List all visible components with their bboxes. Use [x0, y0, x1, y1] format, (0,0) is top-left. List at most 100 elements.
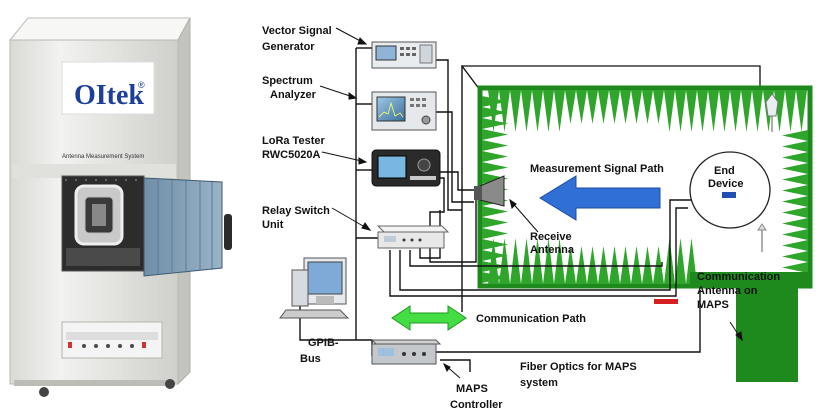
label-relay-switch-line2: Unit — [262, 219, 284, 231]
absorber-cone — [587, 246, 598, 284]
absorber-cone — [510, 90, 521, 132]
absorber-cone — [510, 238, 521, 284]
label-receive-antenna-line2: Antenna — [530, 244, 575, 256]
shielded-cabinet: OItek ® Antenna Measurement System — [8, 17, 232, 397]
receive-antenna — [474, 175, 505, 207]
maps-turntable — [690, 272, 810, 286]
chamber-floor-extension — [736, 286, 798, 382]
absorber-cone — [543, 90, 554, 132]
absorber-cone — [782, 240, 808, 251]
absorber-cone — [675, 238, 686, 284]
brand-logo-text: OItek — [74, 80, 144, 111]
absorber-cone — [785, 90, 796, 132]
absorber-cone — [482, 107, 508, 118]
absorber-cone — [482, 239, 508, 250]
absorber-cone — [782, 163, 808, 174]
label-communication-antenna-line2: Antenna on — [697, 285, 758, 297]
absorber-cone — [782, 174, 808, 185]
absorber-cone — [782, 196, 808, 207]
rivet-row — [65, 179, 137, 181]
absorber-cone — [521, 238, 532, 284]
brand-panel — [61, 61, 155, 115]
absorber-cone — [653, 246, 664, 284]
label-end-device-line1: End — [714, 165, 735, 177]
absorber-cone — [565, 246, 576, 284]
absorber-cone — [664, 90, 675, 132]
label-communication-antenna-line3: MAPS — [697, 299, 729, 311]
label-measurement-signal-path: Measurement Signal Path — [530, 163, 664, 175]
absorber-cone — [576, 90, 587, 124]
caster-wheel-right — [165, 379, 175, 389]
absorber-cone — [521, 90, 532, 132]
label-communication-path: Communication Path — [476, 313, 586, 325]
absorber-cone — [554, 238, 565, 284]
absorber-cone — [752, 90, 763, 132]
absorber-cone — [675, 90, 686, 132]
absorber-cone — [653, 90, 664, 124]
computer — [279, 257, 350, 319]
absorber-cone — [741, 90, 752, 132]
label-spectrum-analyzer-line1: Spectrum — [262, 75, 313, 87]
label-maps-controller-line1: MAPS — [456, 383, 488, 395]
absorber-cone — [482, 162, 508, 173]
absorber-cone — [620, 90, 631, 124]
label-spectrum-analyzer-line2: Analyzer — [270, 89, 317, 101]
cabling — [299, 47, 701, 372]
absorber-cone — [782, 185, 808, 196]
absorber-cone — [782, 152, 808, 163]
absorber-cone — [543, 238, 554, 284]
absorber-cone — [631, 246, 642, 284]
absorber-cone — [565, 90, 576, 124]
absorber-cone — [598, 90, 609, 124]
end-device — [722, 192, 736, 198]
label-fiber-optics-line2: system — [520, 377, 558, 389]
anechoic-chamber — [460, 65, 813, 382]
vector-signal-generator — [371, 41, 437, 69]
cabinet-door[interactable] — [143, 177, 223, 277]
absorber-cone — [782, 251, 808, 262]
absorber-cone — [482, 129, 508, 140]
label-pointers — [319, 27, 743, 379]
door-handle[interactable] — [224, 214, 232, 250]
communication-antenna — [757, 223, 767, 252]
label-vector-signal-generator-line1: Vector Signal — [262, 25, 332, 37]
label-end-device-line2: Device — [708, 178, 743, 190]
label-lora-tester-line1: LoRa Tester — [262, 135, 325, 147]
label-communication-antenna-line1: Communication — [697, 271, 780, 283]
absorber-cone — [782, 207, 808, 218]
absorber-cone — [708, 90, 719, 132]
absorber-cone — [482, 250, 508, 261]
absorber-cone — [532, 90, 543, 132]
label-receive-antenna-line1: Receive — [530, 231, 572, 243]
absorber-cone — [532, 238, 543, 284]
diagram-labels: Vector Signal Generator Spectrum Analyze… — [262, 25, 780, 411]
absorber-cone — [782, 262, 808, 273]
lora-tester — [371, 149, 441, 187]
top-feed-antenna — [765, 93, 779, 132]
caster-wheel-left — [39, 387, 49, 397]
registered-mark: ® — [138, 80, 145, 90]
absorber-cone — [482, 272, 508, 283]
communication-path-arrow — [391, 305, 467, 331]
absorber-cone — [554, 90, 565, 132]
absorber-cone — [482, 151, 508, 162]
absorber-cone — [482, 140, 508, 151]
absorber-cone — [620, 246, 631, 284]
label-vector-signal-generator-line2: Generator — [262, 41, 315, 53]
maps-controller — [370, 339, 442, 365]
label-fiber-optics-line1: Fiber Optics for MAPS — [520, 361, 637, 373]
absorber-cone — [782, 229, 808, 240]
absorber-cone — [642, 90, 653, 124]
label-maps-controller-line2: Controller — [450, 399, 503, 411]
absorber-cone — [499, 238, 510, 284]
absorber-cone — [782, 218, 808, 229]
absorber-cone — [482, 96, 508, 107]
absorber-cone — [482, 217, 508, 228]
absorber-cones — [482, 90, 808, 284]
absorber-cone — [719, 90, 730, 132]
absorber-cone — [782, 130, 808, 141]
absorber-cone — [730, 90, 741, 132]
absorber-cone — [609, 246, 620, 284]
absorber-cone — [609, 90, 620, 124]
